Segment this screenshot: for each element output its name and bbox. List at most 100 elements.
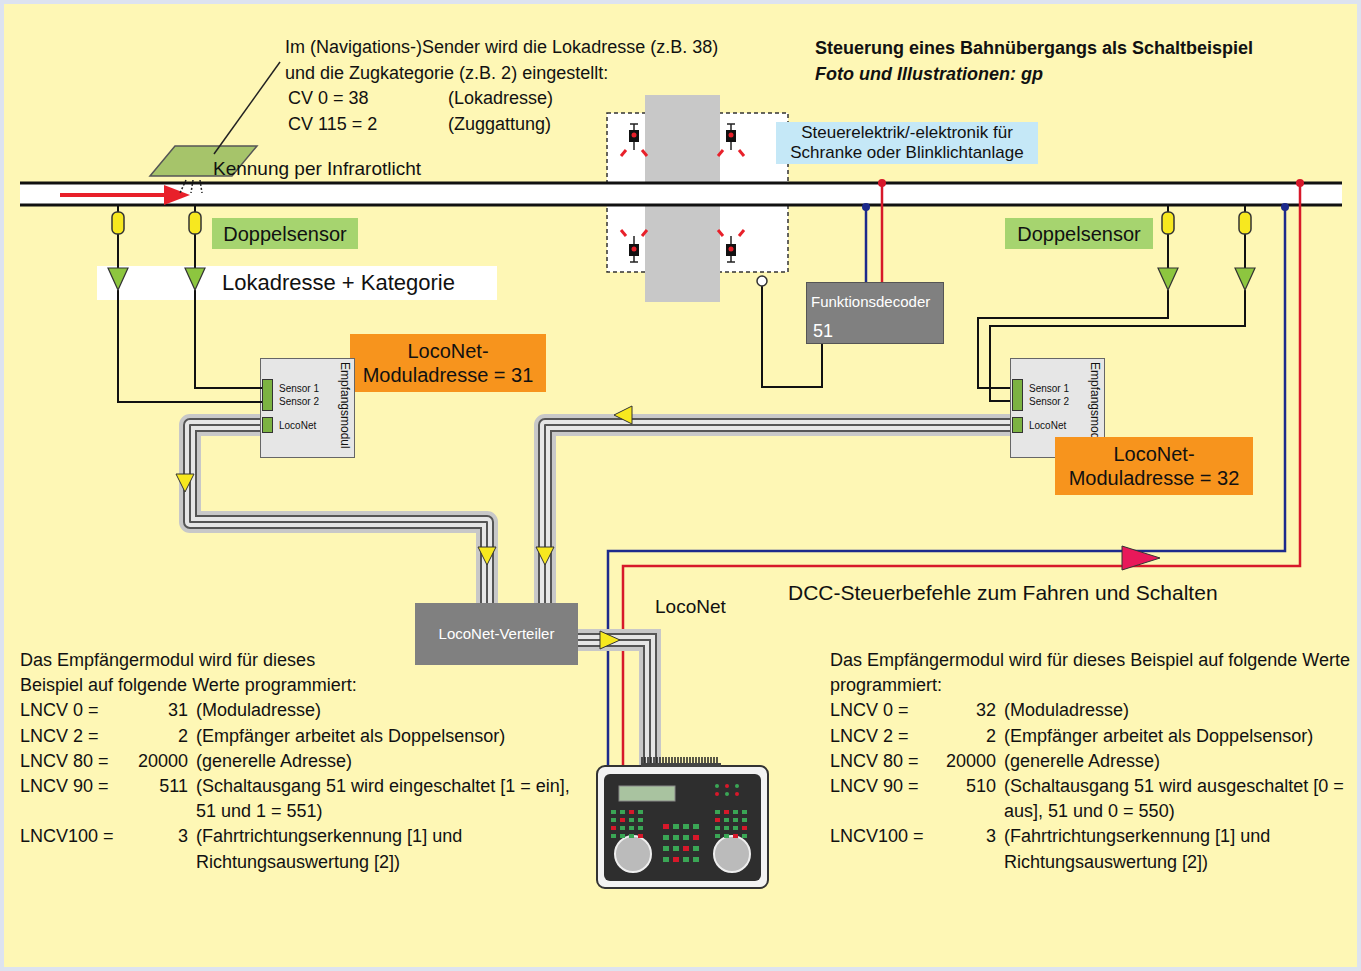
central-station: [725, 784, 729, 788]
central-station: [724, 834, 729, 838]
table-cell: (generelle Adresse): [196, 749, 581, 774]
central-station: [611, 810, 616, 814]
flow-arrowhead: [536, 547, 554, 565]
dcc-wire: [865, 207, 868, 282]
crossing-signal: [718, 230, 723, 236]
cable-stroke: [545, 425, 1010, 603]
central-station: [629, 826, 634, 830]
central-station: [673, 857, 679, 862]
cv-setting: CV 0 = 38: [288, 86, 369, 111]
distributor-box: LocoNet-Verteiler: [415, 603, 578, 665]
loconet-cable: [578, 640, 650, 766]
sensor-wire: [195, 290, 262, 388]
crossing-signal: [718, 150, 723, 156]
dcc-note: DCC-Steuerbefehle zum Fahren und Schalte…: [788, 578, 1218, 607]
central-station: [673, 824, 679, 829]
table-cell: (Empfänger arbeitet als Doppelsensor): [1004, 724, 1349, 749]
table-cell: (Fahrtrichtungserkennung [1] und Richtun…: [196, 824, 581, 874]
crossing-signal: [629, 244, 639, 256]
box-text: Steuerelektrik/-elektronik für Schranke …: [782, 123, 1032, 164]
diagram-title: Steuerung eines Bahnübergangs als Schalt…: [815, 36, 1253, 61]
sensor-wire: [118, 290, 262, 402]
track-sensor: [1235, 268, 1255, 290]
crossing-signal: [642, 230, 647, 236]
loconet-cable: [600, 631, 620, 649]
central-station: [733, 818, 738, 822]
table-cell: LNCV 90 =: [20, 774, 109, 799]
ir-sender: [200, 180, 202, 193]
port-socket: [1012, 417, 1023, 433]
frame: [4, 4, 1357, 967]
cv-meaning: (Lokadresse): [448, 86, 553, 111]
sensor-label: Doppelsensor: [212, 218, 358, 249]
central-station: [742, 818, 747, 822]
box-text: LocoNet-Verteiler: [439, 625, 555, 643]
crossing-signal: [739, 230, 744, 236]
track-sensor: [117, 205, 119, 268]
receiver-module: EmpfangsmodulSensor 1Sensor 2LocoNet: [260, 358, 355, 458]
table-intro: Das Empfängermodul wird für dieses Beisp…: [20, 648, 380, 698]
central-station: [683, 846, 689, 851]
central-station: [638, 818, 643, 822]
crossing-signal: [739, 150, 744, 156]
crossing-signal: [621, 124, 744, 262]
central-station: [673, 846, 679, 851]
central-station: [683, 835, 689, 840]
crossing-signal: [632, 133, 637, 138]
module-title: Empfangsmodul: [1088, 362, 1102, 449]
crossing-signal: [630, 261, 638, 263]
cable-stroke: [545, 425, 1010, 603]
central-station: [735, 792, 739, 796]
ir-sender: [214, 62, 280, 154]
crossing-signal: [727, 261, 735, 263]
table-cell: LNCV 2 =: [20, 724, 99, 749]
track: [20, 183, 1342, 205]
table-cell: 2: [986, 724, 996, 749]
sender-note: Im (Navigations-)Sender wird die Lokadre…: [285, 34, 725, 86]
address-box: LocoNet-Moduladresse = 32: [1055, 437, 1253, 495]
central-station: [714, 836, 750, 872]
loconet-cable: [578, 640, 650, 766]
flow-arrowhead: [176, 474, 194, 492]
direction-arrow: [60, 193, 166, 197]
table-cell: (Empfänger arbeitet als Doppelsensor): [196, 724, 581, 749]
table-cell: 20000: [946, 749, 996, 774]
direction-arrow: [60, 185, 190, 205]
flow-arrowhead: [614, 406, 632, 424]
crossing-signal: [630, 123, 638, 125]
port-label: Sensor 2: [279, 396, 319, 407]
crossing-signal: [726, 244, 736, 256]
loconet-cable: [578, 631, 650, 766]
terminal: [757, 276, 767, 286]
central-station: [629, 834, 634, 838]
central-station: [742, 834, 747, 838]
central-station: [733, 810, 738, 814]
central-station: [715, 810, 720, 814]
track-sensor: [189, 212, 201, 234]
central-station: [715, 826, 720, 830]
port-label: Sensor 2: [1029, 396, 1069, 407]
central-station: [597, 766, 768, 888]
table-cell: (Schaltausgang 51 wird ausgeschaltet [0 …: [1004, 774, 1349, 824]
table-cell: (Moduladresse): [196, 698, 581, 723]
central-station: [638, 834, 643, 838]
central-station: [620, 834, 625, 838]
table-cell: 510: [966, 774, 996, 799]
central-station: [615, 836, 651, 872]
central-station: [693, 835, 699, 840]
loconet-cable: [536, 425, 1010, 603]
table-cell: LNCV100 =: [830, 824, 924, 849]
port-label: LocoNet: [279, 420, 316, 431]
dcc-wire: [608, 207, 1285, 766]
central-station: [673, 835, 679, 840]
crossing-signal: [729, 133, 734, 138]
track-sensor: [1162, 212, 1174, 234]
central-station: [715, 834, 720, 838]
port-label: Sensor 1: [1029, 383, 1069, 394]
flow-arrowhead: [478, 547, 496, 565]
port-socket: [262, 417, 273, 433]
crossing-signal: [632, 247, 637, 252]
central-station: [638, 826, 643, 830]
central-station: [663, 846, 669, 851]
crossing-signal: [727, 123, 735, 125]
